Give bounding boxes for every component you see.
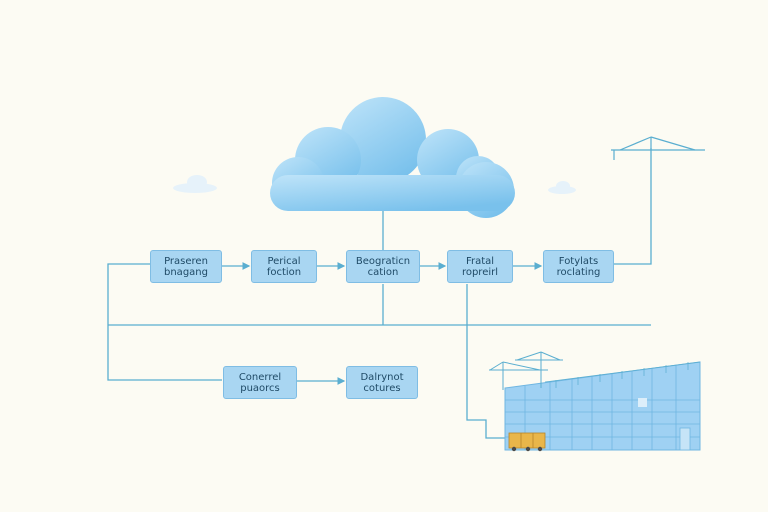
cloud-icon [270,97,515,218]
crane-small-icon [489,351,563,390]
node-fratal-line1: Fratal [465,255,495,267]
crane-icon [611,136,705,160]
connectors [107,148,652,439]
node-conerrel-line1: Conerrel [238,371,282,383]
node-perical-line2: foction [266,266,302,278]
building-icon [504,361,701,451]
small-cloud-left-icon [173,175,217,193]
node-perical-line1: Perical [267,255,301,267]
link-left-entry [107,263,222,381]
node-praseren[interactable]: Praseren bnagang [150,250,222,283]
node-praseren-line2: bnagang [164,266,208,278]
node-conerrel-line2: puaorcs [240,382,280,394]
node-dalrynot[interactable]: Dalrynot cotures [346,366,418,399]
node-beograticn[interactable]: Beograticn cation [346,250,420,283]
link-n4-building [466,284,506,439]
node-praseren-line1: Praseren [164,255,208,267]
node-fratal-line2: ropreirl [461,266,499,278]
node-dalrynot-line2: cotures [363,382,401,394]
node-beograticn-line1: Beograticn [355,255,411,267]
node-perical[interactable]: Perical foction [251,250,317,283]
node-fotylats[interactable]: Fotylats roclating [543,250,614,283]
node-dalrynot-line1: Dalrynot [360,371,404,383]
small-cloud-right-icon [548,181,576,194]
link-n5-crane [614,148,652,265]
node-fotylats-line1: Fotylats [558,255,599,267]
node-fotylats-line2: roclating [556,266,601,278]
node-conerrel[interactable]: Conerrel puaorcs [223,366,297,399]
truck-icon [508,432,546,452]
node-beograticn-line2: cation [367,266,399,278]
node-fratal[interactable]: Fratal ropreirl [447,250,513,283]
